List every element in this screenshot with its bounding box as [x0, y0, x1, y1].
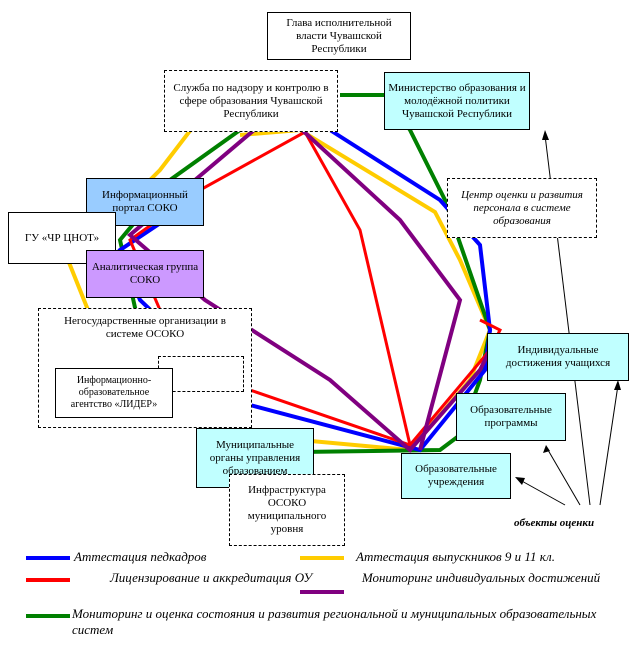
- ministry-node: Министерство образования и молодёжной по…: [384, 72, 530, 130]
- legend-label-yellow: Аттестация выпускников 9 и 11 кл.: [356, 549, 555, 564]
- center-node: Центр оценки и развития персонала в сист…: [447, 178, 597, 238]
- agency-node: Информационно-образовательное агентство …: [55, 368, 173, 418]
- gu-node: ГУ «ЧР ЦНОТ»: [8, 212, 116, 264]
- legend-label-red: Лицензирование и аккредитация ОУ: [110, 570, 313, 585]
- legend-label-blue: Аттестация педкадров: [74, 549, 207, 564]
- legend-swatch-green: [26, 614, 70, 618]
- legend-swatch-blue: [26, 556, 70, 560]
- infra-node: Инфраструктура ОСОКО муниципального уров…: [229, 474, 345, 546]
- programs-node: Образовательные программы: [456, 393, 566, 441]
- analytics-node: Аналитическая группа СОКО: [86, 250, 204, 298]
- institutions-node: Образовательные учреждения: [401, 453, 511, 499]
- legend-swatch-purple: [300, 590, 344, 594]
- legend-swatch-yellow: [300, 556, 344, 560]
- objects-label: объекты оценки: [514, 517, 595, 529]
- achievements-node: Индивидуальные достижения учащихся: [487, 333, 629, 381]
- legend-label-green: Мониторинг и оценка состояния и развития…: [72, 606, 597, 637]
- legend-swatch-red: [26, 578, 70, 582]
- head-node: Глава исполнительной власти Чувашской Ре…: [267, 12, 411, 60]
- legend-label-purple: Мониторинг индивидуальных достижений: [361, 570, 601, 585]
- supervision-node: Служба по надзору и контролю в сфере обр…: [164, 70, 338, 132]
